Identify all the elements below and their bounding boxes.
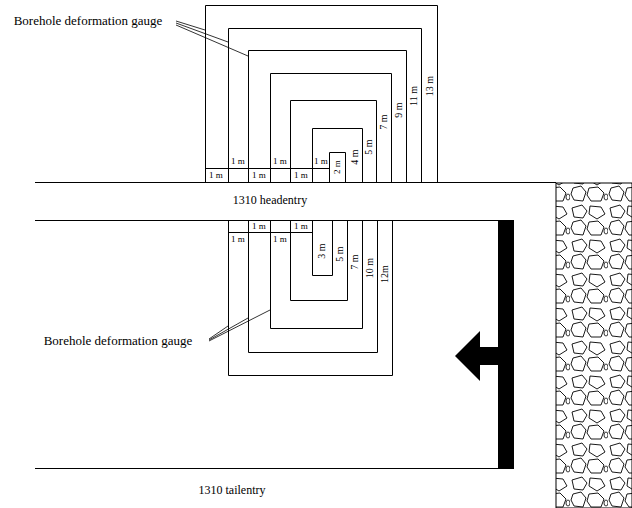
dimension-label: 1 m	[294, 171, 308, 180]
dimension-label: 7 m	[379, 114, 389, 129]
dimension-label: 1 m	[231, 157, 245, 166]
callout-label: Borehole deformation gauge	[14, 14, 163, 27]
dimension-label: 11 m	[409, 86, 419, 106]
dimension-label: 1 m	[273, 235, 287, 244]
dimension-label: 5 m	[335, 246, 345, 261]
roadway-label: 1310 headentry	[233, 194, 307, 206]
dimension-label: 1 m	[273, 157, 287, 166]
dimension-label: 10 m	[365, 258, 375, 278]
dimension-label: 1 m	[294, 222, 308, 231]
dimension-label: 1 m	[252, 171, 266, 180]
dimension-label: 1 m	[252, 222, 266, 231]
dimension-label: 9 m	[394, 102, 404, 117]
dimension-label: 12m	[380, 265, 390, 283]
roadway-label: 1310 tailentry	[199, 484, 266, 496]
dimension-label: 1 m	[231, 235, 245, 244]
dimension-label: 1 m	[209, 171, 223, 180]
dimension-label: 2 m	[333, 160, 342, 174]
dimension-label: 5 m	[364, 139, 374, 154]
gob-area	[556, 183, 632, 508]
advance-arrow	[455, 331, 498, 381]
roadway-walls	[35, 183, 556, 469]
coal-face	[498, 220, 514, 469]
bottom-gauges	[228, 221, 393, 376]
leader-lines	[176, 21, 270, 341]
dimension-label: 7 m	[350, 254, 360, 269]
dimension-label: 4 m	[350, 149, 360, 164]
dimension-label: 3 m	[317, 243, 327, 258]
callout-label: Borehole deformation gauge	[44, 334, 193, 347]
dimension-label: 13 m	[425, 76, 435, 96]
dimension-label: 1 m	[314, 157, 328, 166]
top-gauges	[205, 6, 438, 183]
